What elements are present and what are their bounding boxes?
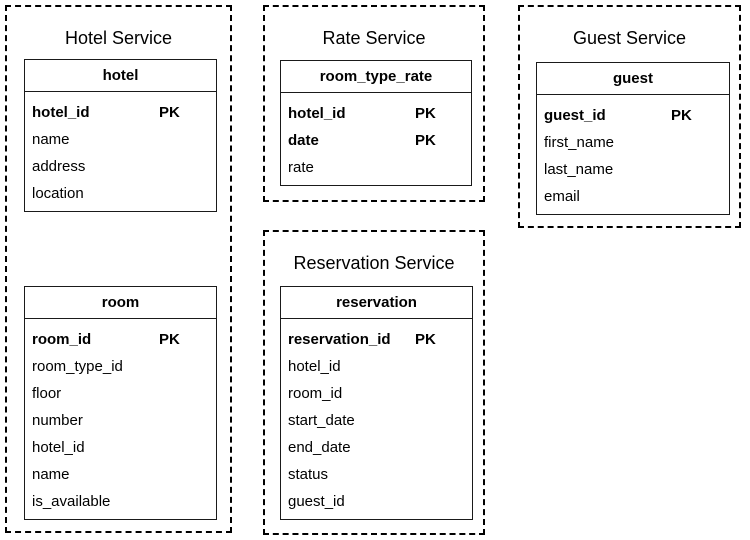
column-name: room_id — [32, 331, 92, 348]
column-name: number — [32, 412, 83, 429]
table-name: hotel — [25, 60, 216, 92]
table-row: hotel_id PK — [25, 99, 216, 126]
column-name: is_available — [32, 493, 111, 510]
column-name: hotel_id — [288, 358, 341, 375]
service-box-guest: Guest Service guest guest_id PK first_na… — [518, 5, 741, 228]
entity-table-reservation: reservation reservation_id PK hotel_id r… — [280, 286, 473, 520]
primary-key-label: PK — [671, 107, 692, 124]
table-rows: hotel_id PK date PK rate — [281, 93, 471, 185]
column-name: hotel_id — [32, 104, 90, 121]
column-name: address — [32, 158, 86, 175]
table-row: is_available — [25, 488, 216, 515]
table-row: name — [25, 461, 216, 488]
table-rows: guest_id PK first_name last_name email — [537, 95, 729, 214]
column-name: status — [288, 466, 329, 483]
column-name: room_id — [288, 385, 343, 402]
service-title: Hotel Service — [64, 28, 173, 48]
column-name: end_date — [288, 439, 351, 456]
table-row: hotel_id PK — [281, 100, 471, 127]
table-rows: room_id PK room_type_id floor number hot… — [25, 319, 216, 519]
table-row: floor — [25, 380, 216, 407]
column-name: email — [544, 188, 580, 205]
table-rows: reservation_id PK hotel_id room_id start… — [281, 319, 472, 519]
table-name: room_type_rate — [281, 61, 471, 93]
column-name: guest_id — [544, 107, 606, 124]
column-name: location — [32, 185, 84, 202]
service-box-reservation: Reservation Service reservation reservat… — [263, 230, 485, 535]
table-row: guest_id PK — [537, 102, 729, 129]
service-title: Guest Service — [572, 28, 687, 48]
table-row: hotel_id — [281, 353, 472, 380]
table-name: room — [25, 287, 216, 319]
column-name: room_type_id — [32, 358, 123, 375]
table-row: guest_id — [281, 488, 472, 515]
column-name: hotel_id — [288, 105, 346, 122]
primary-key-label: PK — [415, 132, 436, 149]
primary-key-label: PK — [415, 105, 436, 122]
column-name: start_date — [288, 412, 355, 429]
entity-table-hotel: hotel hotel_id PK name address location — [24, 59, 217, 212]
column-name: floor — [32, 385, 62, 402]
table-row: address — [25, 153, 216, 180]
primary-key-label: PK — [159, 104, 180, 121]
table-name: reservation — [281, 287, 472, 319]
table-row: reservation_id PK — [281, 326, 472, 353]
service-box-rate: Rate Service room_type_rate hotel_id PK … — [263, 5, 485, 202]
table-row: date PK — [281, 127, 471, 154]
column-name: last_name — [544, 161, 614, 178]
entity-table-room-type-rate: room_type_rate hotel_id PK date PK rate — [280, 60, 472, 186]
service-box-hotel: Hotel Service hotel hotel_id PK name add… — [5, 5, 232, 533]
table-row: first_name — [537, 129, 729, 156]
table-row: name — [25, 126, 216, 153]
column-name: date — [288, 132, 319, 149]
table-row: last_name — [537, 156, 729, 183]
table-row: room_type_id — [25, 353, 216, 380]
column-name: reservation_id — [288, 331, 391, 348]
table-name: guest — [537, 63, 729, 95]
primary-key-label: PK — [159, 331, 180, 348]
entity-table-room: room room_id PK room_type_id floor numbe… — [24, 286, 217, 520]
column-name: guest_id — [288, 493, 345, 510]
table-rows: hotel_id PK name address location — [25, 92, 216, 211]
table-row: number — [25, 407, 216, 434]
table-row: hotel_id — [25, 434, 216, 461]
column-name: first_name — [544, 134, 615, 151]
table-row: end_date — [281, 434, 472, 461]
table-row: room_id — [281, 380, 472, 407]
column-name: name — [32, 131, 70, 148]
table-row: location — [25, 180, 216, 207]
table-row: email — [537, 183, 729, 210]
table-row: room_id PK — [25, 326, 216, 353]
entity-table-guest: guest guest_id PK first_name last_name e… — [536, 62, 730, 215]
table-row: status — [281, 461, 472, 488]
table-row: rate — [281, 154, 471, 181]
service-title: Rate Service — [322, 28, 426, 48]
service-title: Reservation Service — [293, 253, 455, 273]
column-name: name — [32, 466, 70, 483]
table-row: start_date — [281, 407, 472, 434]
primary-key-label: PK — [415, 331, 436, 348]
column-name: hotel_id — [32, 439, 85, 456]
column-name: rate — [288, 159, 314, 176]
